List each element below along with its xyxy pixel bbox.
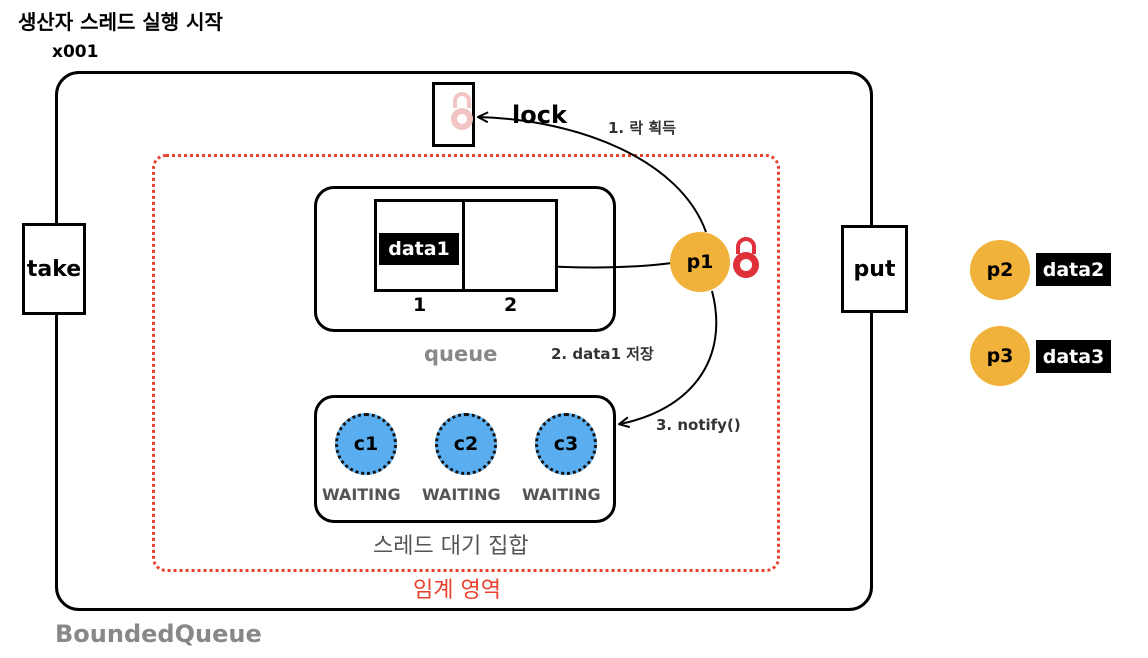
consumer-c1-label: c1 [353,433,379,455]
take-label: take [26,256,82,282]
consumer-c3-label: c3 [553,433,579,455]
arrow-acquire-lock [479,117,707,233]
lock-free-icon [451,92,473,130]
consumer-c3: c3 [535,413,597,475]
consumer-c2-label: c2 [453,433,479,455]
consumer-c3-state: WAITING [522,485,601,504]
put-method-box: put [841,225,908,313]
producer-p3-data: data3 [1036,340,1111,373]
consumer-c1: c1 [335,413,397,475]
put-label: put [853,256,896,282]
lock-label: lock [512,101,567,129]
step-store-data: 2. data1 저장 [551,345,654,363]
bounded-queue-label: BoundedQueue [55,620,262,648]
consumer-c2-state: WAITING [422,485,501,504]
bounded-queue-container [55,71,873,611]
consumer-c1-state: WAITING [322,485,401,504]
step-notify: 3. notify() [656,416,741,434]
producer-p2-data: data2 [1036,253,1111,286]
producer-p2: p2 [970,240,1030,300]
take-method-box: take [22,223,86,315]
producer-p1: p1 [670,232,730,292]
queue-slot-2-number: 2 [504,294,518,316]
diagram-title: 생산자 스레드 실행 시작 [18,10,223,34]
producer-p1-label: p1 [686,251,714,273]
producer-p3-label: p3 [986,345,1014,367]
queue-container [314,186,616,332]
queue-slot-1-data: data1 [379,233,459,265]
producer-p2-label: p2 [986,259,1014,281]
step-acquire-lock: 1. 락 획득 [608,119,676,137]
producer-p3: p3 [970,326,1030,386]
lock-held-icon [733,237,759,278]
queue-slot-1-number: 1 [413,294,427,316]
wait-set-label: 스레드 대기 집합 [373,534,529,559]
critical-section-label: 임계 영역 [413,578,501,603]
consumer-c2: c2 [435,413,497,475]
arrow-notify [620,290,718,424]
queue-slot-2 [462,199,558,292]
critical-section [152,154,780,572]
wait-set-container [314,395,616,523]
queue-label: queue [424,342,498,366]
object-address: x001 [52,42,99,62]
